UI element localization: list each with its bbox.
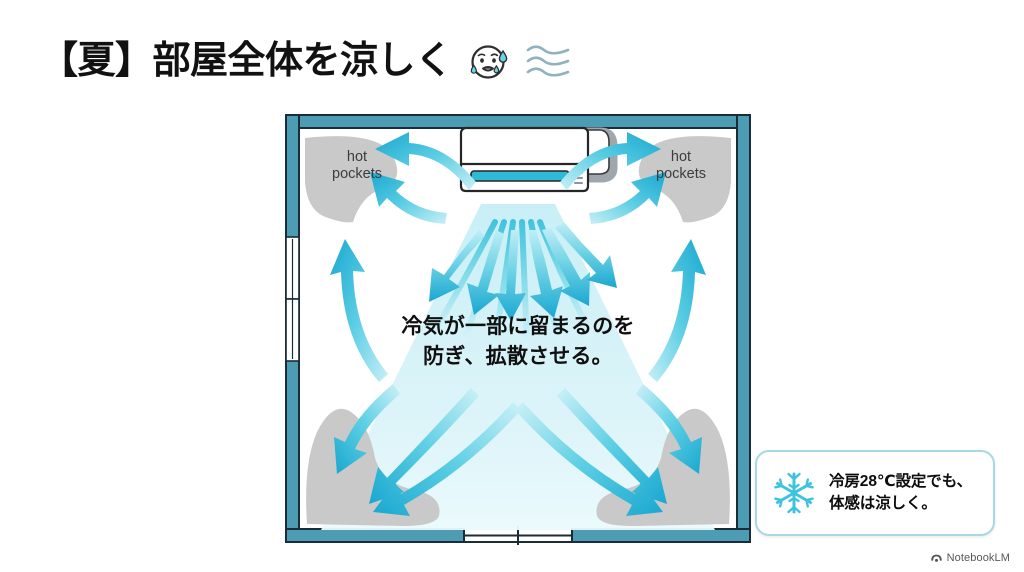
arrow-down-right-outer (636, 384, 702, 474)
fan-arrow-6 (555, 222, 617, 288)
room-diagram: hot pockets hot pockets 冷気が一部に留まるのを 防ぎ、拡… (283, 112, 753, 545)
arrow-down-left-inner (373, 402, 521, 516)
snowflake-icon (774, 472, 814, 514)
arrow-up-right-outer (560, 132, 661, 190)
upper-corner-arrows (330, 132, 706, 382)
center-message: 冷気が一部に留まるのを 防ぎ、拡散させる。 (401, 315, 635, 368)
fan-arrow-4 (528, 230, 563, 318)
wind-waves-icon (526, 45, 569, 77)
slide-title-row: 【夏】部屋全体を涼しく (40, 30, 573, 92)
fan-arrow-3 (495, 230, 526, 321)
fan-arrow-5 (542, 228, 590, 306)
fan-arrow-1 (429, 230, 485, 302)
arrow-down-right-mid (557, 388, 667, 504)
sweating-face-icon (470, 45, 507, 79)
room-diagram-svg (285, 114, 751, 545)
hot-pocket-top-right (638, 136, 731, 223)
left-wall-window (285, 236, 300, 362)
arrow-right-wall-up (648, 239, 706, 382)
lower-corner-arrows (334, 384, 702, 516)
hot-pocket-label-right: hot pockets (656, 149, 706, 183)
wall-mounted-air-conditioner (459, 126, 618, 193)
arrow-up-left-mid (370, 172, 447, 224)
arrow-down-right-inner (515, 402, 663, 516)
page-title: 【夏】部屋全体を涼しく (40, 40, 453, 82)
downward-fan-arrows (429, 222, 617, 321)
hot-pocket-label-left: hot pockets (332, 149, 382, 183)
arrow-up-left-outer (375, 132, 476, 190)
arrow-down-left-mid (369, 388, 479, 504)
hot-pocket-top-left (305, 136, 398, 223)
callout-text: 冷房28℃設定でも、 体感は涼しく。 (829, 472, 973, 512)
arrow-left-wall-up (330, 239, 388, 382)
callout-card: 冷房28℃設定でも、 体感は涼しく。 (755, 450, 995, 536)
watermark-label: NotebookLM (946, 551, 1010, 564)
arrow-down-left-outer (334, 384, 400, 474)
notebooklm-watermark: NotebookLM (930, 551, 1010, 564)
fan-arrow-2 (467, 230, 504, 315)
arrow-up-right-mid (589, 172, 666, 224)
notebooklm-logo-icon (930, 554, 942, 562)
